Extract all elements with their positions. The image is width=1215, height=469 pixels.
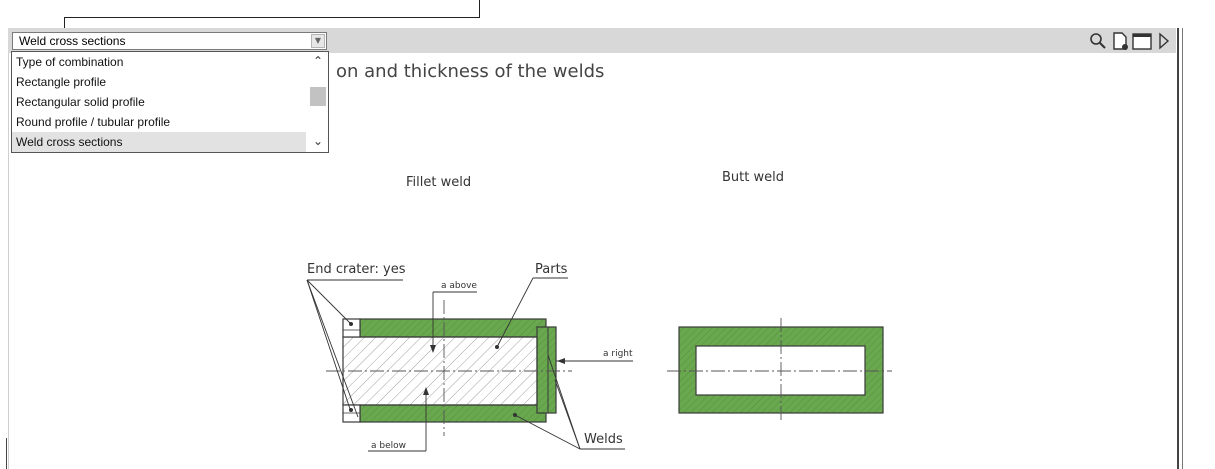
page-heading: on and thickness of the welds	[336, 61, 605, 82]
butt-weld-label: Butt weld	[722, 170, 784, 185]
toolbar-icons	[1090, 32, 1170, 50]
fillet-weld-drawing	[306, 277, 633, 452]
a-above-label: a above	[441, 281, 477, 291]
welds-label: Welds	[584, 432, 623, 447]
dropdown-item-rectangle-profile[interactable]: Rectangle profile	[16, 75, 107, 89]
connector-line	[64, 17, 65, 32]
page-settings-icon[interactable]	[1113, 32, 1128, 50]
dropdown-list: Type of combination Rectangle profile Re…	[11, 51, 329, 153]
scrollbar-thumb[interactable]	[310, 87, 326, 106]
dropdown-item-type-of-combination[interactable]: Type of combination	[16, 55, 124, 69]
dropdown-scrollbar[interactable]: ⌃ ⌄	[308, 52, 328, 152]
scroll-down-icon[interactable]: ⌄	[312, 134, 324, 148]
a-below-label: a below	[371, 441, 406, 451]
end-crater-top	[342, 318, 361, 338]
scroll-up-icon[interactable]: ⌃	[312, 54, 324, 68]
fillet-weld-label: Fillet weld	[406, 175, 472, 190]
dropdown-item-rectangular-solid-profile[interactable]: Rectangular solid profile	[16, 95, 145, 109]
panel-border	[6, 438, 7, 469]
magnifier-icon[interactable]	[1090, 33, 1106, 49]
panel-border	[1182, 28, 1183, 469]
parts-label: Parts	[535, 262, 568, 277]
dropdown-item-round-profile[interactable]: Round profile / tubular profile	[16, 115, 171, 129]
connector-line	[64, 17, 480, 18]
end-crater-bottom	[342, 404, 361, 423]
weld-bottom	[359, 404, 547, 423]
panel-border	[8, 53, 9, 469]
connector-line	[479, 0, 480, 18]
window-icon[interactable]	[1132, 33, 1152, 50]
end-crater-label: End crater: yes	[307, 262, 406, 277]
chevron-down-icon[interactable]: ▼	[311, 34, 325, 48]
play-icon[interactable]	[1159, 32, 1170, 50]
weld-top	[359, 318, 547, 338]
section-combobox[interactable]: Weld cross sections ▼	[12, 32, 327, 50]
dropdown-item-weld-cross-sections[interactable]: Weld cross sections	[12, 132, 306, 152]
combobox-value: Weld cross sections	[19, 34, 126, 48]
panel-border	[1177, 28, 1179, 469]
a-right-label: a right	[603, 349, 633, 359]
butt-weld-drawing	[667, 318, 892, 420]
